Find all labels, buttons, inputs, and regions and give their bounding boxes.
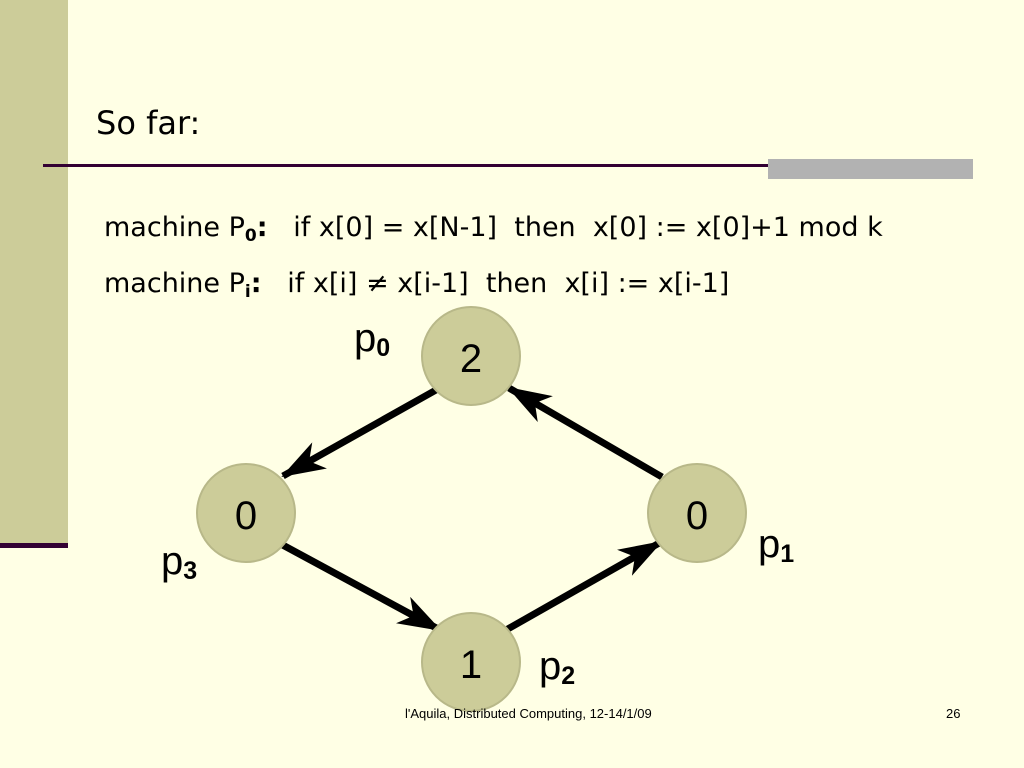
node-value: 0 — [686, 494, 708, 538]
edge-p0-to-p3 — [281, 386, 438, 480]
node-p2: 1 — [421, 612, 521, 712]
rule-colon: : — [250, 268, 262, 299]
node-value: 1 — [460, 643, 482, 687]
process-subscript: 3 — [183, 557, 197, 585]
process-letter: p — [161, 539, 183, 583]
title-divider-accent — [768, 159, 973, 179]
process-letter: p — [758, 522, 780, 566]
process-label-p3: p3 — [161, 539, 197, 585]
process-letter: p — [354, 316, 376, 360]
node-circle — [647, 463, 747, 563]
edge-p3-to-p2 — [277, 539, 442, 634]
node-circle — [421, 306, 521, 406]
rule-prefix: machine P — [104, 268, 245, 299]
rule-prefix: machine P — [104, 212, 245, 243]
rule-code: if x[0] = x[N-1] then x[0] := x[0]+1 mod… — [267, 212, 883, 243]
node-value: 2 — [460, 337, 482, 381]
node-p0: 2 — [421, 306, 521, 406]
slide-title: So far: — [96, 104, 201, 142]
edge-p1-to-p0 — [507, 384, 664, 481]
process-subscript: 0 — [376, 334, 390, 362]
node-p3: 0 — [196, 463, 296, 563]
left-accent-underline — [0, 543, 68, 548]
process-subscript: 1 — [780, 540, 794, 568]
left-accent-bar — [0, 0, 68, 546]
page-number: 26 — [946, 706, 961, 721]
process-label-p2: p2 — [539, 644, 575, 690]
node-p1: 0 — [647, 463, 747, 563]
slide-footer: l'Aquila, Distributed Computing, 12-14/1… — [405, 706, 652, 721]
node-circle — [421, 612, 521, 712]
process-label-p0: p0 — [354, 316, 390, 362]
title-divider — [43, 164, 973, 167]
edge-p2-to-p1 — [504, 538, 663, 634]
rule-colon: : — [256, 212, 268, 243]
process-subscript: 2 — [561, 662, 575, 690]
process-label-p1: p1 — [758, 522, 794, 568]
rule-code: if x[i] ≠ x[i-1] then x[i] := x[i-1] — [261, 268, 730, 299]
process-letter: p — [539, 644, 561, 688]
rule-machine-pi: machine Pi: if x[i] ≠ x[i-1] then x[i] :… — [104, 268, 729, 302]
rule-subscript: 0 — [244, 226, 257, 246]
rule-machine-p0: machine P0: if x[0] = x[N-1] then x[0] :… — [104, 212, 883, 246]
node-value: 0 — [235, 494, 257, 538]
node-circle — [196, 463, 296, 563]
rule-subscript: i — [244, 282, 251, 302]
